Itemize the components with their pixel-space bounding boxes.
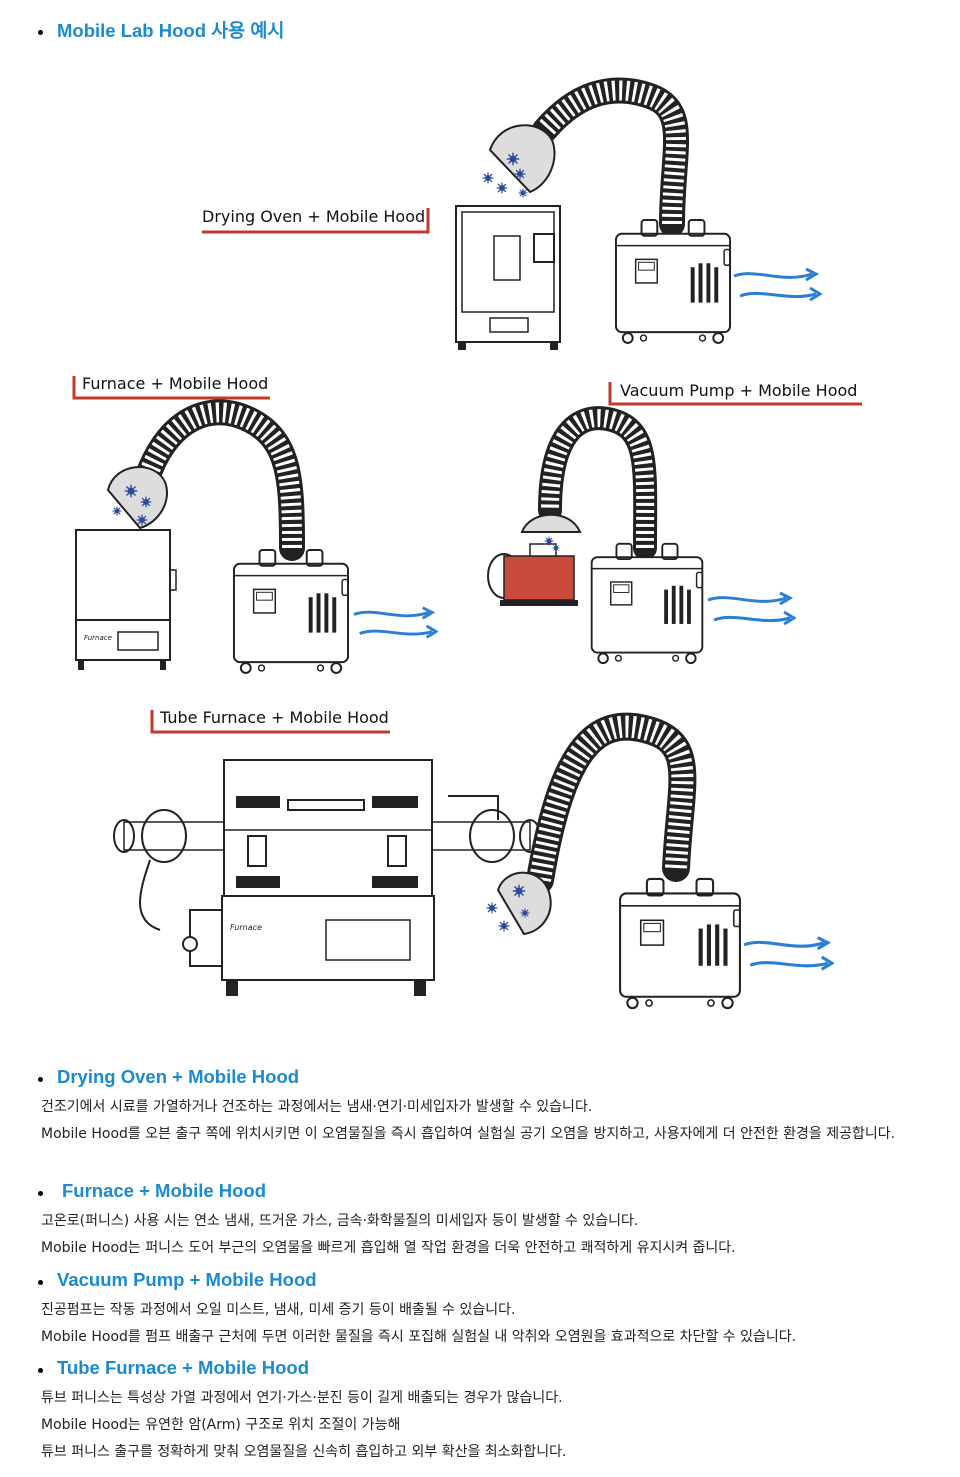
- tube-furnace-brand-text: Furnace: [230, 923, 262, 932]
- bullet-icon: [38, 1367, 43, 1373]
- hood-cap-icon: [488, 124, 556, 194]
- vacuum-pump-scene: Vacuum Pump + Mobile Hood: [487, 381, 862, 664]
- drying-oven-label: Drying Oven + Mobile Hood: [202, 207, 425, 226]
- hood-cap-icon: [106, 466, 168, 530]
- bullet-icon: [38, 1076, 43, 1082]
- hood-cap-icon: [520, 513, 582, 533]
- furnace-scene: Furnace + Mobile Hood Furnace: [72, 374, 438, 675]
- exhaust-flow-icon: [706, 591, 796, 626]
- exhaust-flow-icon: [732, 267, 822, 302]
- vacuum-pump-icon: [487, 543, 578, 606]
- page-title-text: Mobile Lab Hood 사용 예시: [57, 20, 285, 41]
- drying-oven-scene: Drying Oven + Mobile Hood: [202, 77, 822, 350]
- tube-furnace-label: Tube Furnace + Mobile Hood: [159, 708, 389, 727]
- exhaust-flow-icon: [352, 606, 438, 639]
- section-text-tube-furnace: 튜브 퍼니스는 특성상 가열 과정에서 연기·가스·분진 등이 길게 배출되는 …: [41, 1385, 911, 1466]
- furnace-brand-text: Furnace: [84, 634, 112, 642]
- label-underline: [608, 382, 862, 406]
- drying-oven-icon: [455, 205, 561, 350]
- furnace-icon: Furnace: [75, 529, 177, 670]
- exhaust-flow-icon: [742, 936, 834, 971]
- label-underline: [202, 208, 430, 234]
- mobile-hood-unit-icon: [614, 218, 732, 345]
- mobile-hood-unit-icon: [618, 877, 742, 1010]
- paragraph-line: Mobile Hood를 오븐 출구 쪽에 위치시키면 이 오염물질을 즉시 흡…: [41, 1126, 896, 1142]
- section-text-furnace: 고온로(퍼니스) 사용 시는 연소 냄새, 뜨거운 가스, 금속·화학물질의 미…: [41, 1208, 911, 1262]
- mobile-hood-illustration: Drying Oven + Mobile Hood Furnace + Mobi…: [72, 77, 862, 1010]
- label-underline: [72, 376, 270, 400]
- bullet-icon: [38, 1190, 43, 1196]
- paragraph-line: 진공펌프는 작동 과정에서 오일 미스트, 냄새, 미세 증기 등이 배출될 수…: [41, 1302, 516, 1318]
- tube-furnace-icon: Furnace: [113, 759, 541, 996]
- bullet-icon: [38, 29, 43, 35]
- page-title: Mobile Lab Hood 사용 예시: [38, 17, 284, 43]
- label-underline: [150, 710, 390, 734]
- section-heading-furnace: Furnace + Mobile Hood: [38, 1180, 266, 1202]
- section-heading-tube-furnace: Tube Furnace + Mobile Hood: [38, 1357, 309, 1379]
- section-heading-drying-oven: Drying Oven + Mobile Hood: [38, 1066, 299, 1088]
- paragraph-line: 튜브 퍼니스 출구를 정확하게 맞춰 오염물질을 신속히 흡입하고 외부 확산을…: [41, 1444, 567, 1460]
- paragraph-line: Mobile Hood를 펌프 배출구 근처에 두면 이러한 물질을 즉시 포집…: [41, 1329, 797, 1345]
- tube-furnace-scene: Tube Furnace + Mobile Hood Furnace: [113, 708, 834, 1010]
- mobile-hood-unit-icon: [232, 548, 350, 675]
- mobile-hood-unit-icon: [590, 542, 704, 664]
- furnace-label: Furnace + Mobile Hood: [82, 374, 268, 393]
- paragraph-line: 건조기에서 시료를 가열하거나 건조하는 과정에서는 냄새·연기·미세입자가 발…: [41, 1099, 593, 1115]
- hood-cap-icon: [496, 871, 552, 936]
- paragraph-line: Mobile Hood는 퍼니스 도어 부근의 오염물을 빠르게 흡입해 열 작…: [41, 1240, 736, 1256]
- paragraph-line: Mobile Hood는 유연한 암(Arm) 구조로 위치 조절이 가능해: [41, 1417, 401, 1433]
- section-heading-vacuum-pump: Vacuum Pump + Mobile Hood: [38, 1269, 317, 1291]
- paragraph-line: 고온로(퍼니스) 사용 시는 연소 냄새, 뜨거운 가스, 금속·화학물질의 미…: [41, 1213, 639, 1229]
- section-text-vacuum-pump: 진공펌프는 작동 과정에서 오일 미스트, 냄새, 미세 증기 등이 배출될 수…: [41, 1297, 911, 1351]
- vacuum-pump-label: Vacuum Pump + Mobile Hood: [620, 381, 857, 400]
- section-text-drying-oven: 건조기에서 시료를 가열하거나 건조하는 과정에서는 냄새·연기·미세입자가 발…: [41, 1094, 911, 1148]
- paragraph-line: 튜브 퍼니스는 특성상 가열 과정에서 연기·가스·분진 등이 길게 배출되는 …: [41, 1390, 563, 1406]
- bullet-icon: [38, 1279, 43, 1285]
